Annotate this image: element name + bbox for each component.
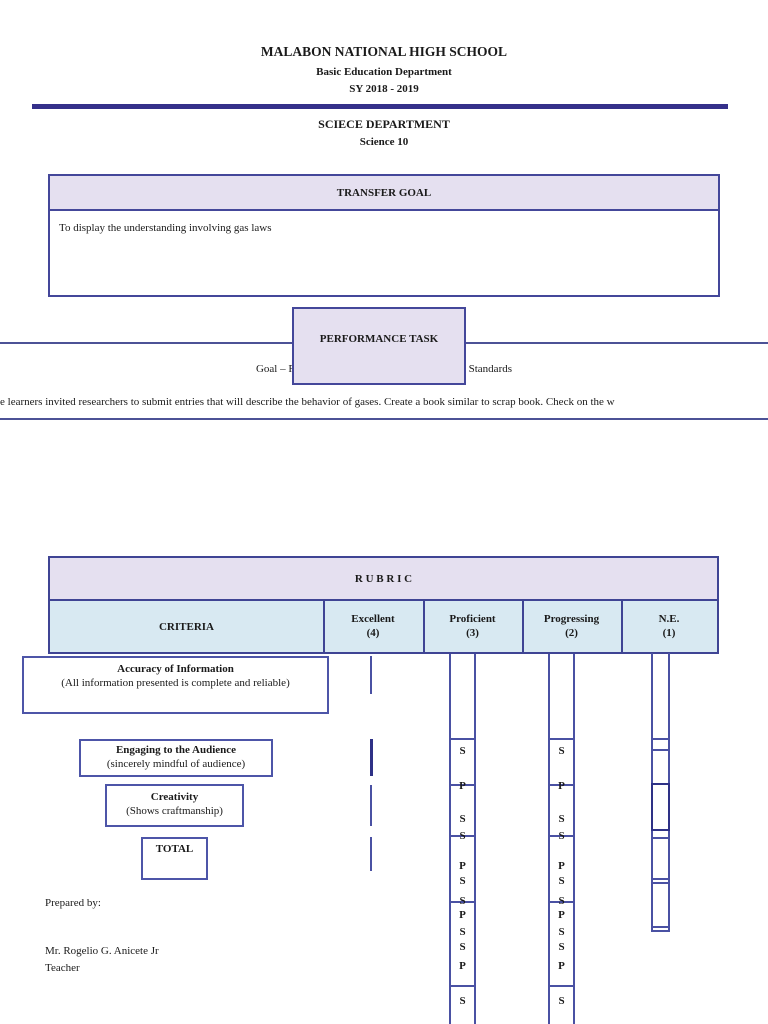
column-divider xyxy=(522,601,524,652)
performance-task-title: PERFORMANCE TASK xyxy=(319,333,439,345)
proficient-points: (3) xyxy=(466,627,479,639)
fragment-letter: S xyxy=(558,926,565,938)
strip-divider xyxy=(548,784,575,786)
strip-divider xyxy=(449,985,476,987)
progressing-header-cell: Progressing (2) xyxy=(522,612,621,640)
progressing-label: Progressing xyxy=(543,613,600,625)
criteria-creativity-description: (Shows craftmanship) xyxy=(126,805,223,817)
column-divider xyxy=(423,601,425,652)
progressing-points: (2) xyxy=(565,627,578,639)
excellent-cell-line xyxy=(370,785,372,826)
fragment-letter: S xyxy=(459,926,466,938)
excellent-cell-line xyxy=(370,656,372,694)
criteria-creativity-name: Creativity xyxy=(150,791,199,803)
proficient-column-strip: S P S S P S S P S S P S xyxy=(449,654,476,1024)
fragment-letter: S xyxy=(558,875,565,887)
fragment-letter: P xyxy=(459,960,466,972)
fragment-letter: S xyxy=(459,895,466,907)
fragment-letter: P xyxy=(558,909,565,921)
excellent-cell-line xyxy=(370,739,373,776)
rubric-title: R U B R I C xyxy=(354,573,413,585)
section-department: SCIECE DEPARTMENT xyxy=(318,117,450,131)
ne-empty-cell xyxy=(651,882,670,928)
excellent-header-cell: Excellent (4) xyxy=(323,612,423,640)
fragment-letter: P xyxy=(558,960,565,972)
rubric-title-row: R U B R I C xyxy=(48,556,719,601)
fragment-letter: S xyxy=(459,941,466,953)
ne-points: (1) xyxy=(662,627,676,639)
fragment-letter: S xyxy=(459,745,466,757)
fragment-letter: S xyxy=(558,813,565,825)
strip-divider xyxy=(548,738,575,740)
excellent-label: Excellent xyxy=(351,613,395,625)
excellent-points: (4) xyxy=(366,627,380,639)
fragment-letter: S xyxy=(558,995,565,1007)
criteria-row-accuracy: Accuracy of Information (All information… xyxy=(22,656,329,714)
fragment-letter: S xyxy=(459,830,466,842)
criteria-accuracy-name: Accuracy of Information xyxy=(117,663,234,675)
excellent-cell-line xyxy=(370,837,372,871)
department-line: Basic Education Department xyxy=(316,66,452,78)
ne-empty-cell xyxy=(651,783,670,831)
header-divider-rule xyxy=(32,104,728,109)
ne-column-strip xyxy=(651,653,670,932)
criteria-accuracy-description: (All information presented is complete a… xyxy=(61,677,290,689)
performance-rule-bottom xyxy=(0,418,768,420)
fragment-letter: P xyxy=(459,860,466,872)
performance-task-description: e learners invited researchers to submit… xyxy=(0,396,615,408)
proficient-label: Proficient xyxy=(449,613,496,625)
strip-divider xyxy=(449,835,476,837)
fragment-letter: S xyxy=(558,941,565,953)
school-name: MALABON NATIONAL HIGH SCHOOL xyxy=(260,44,508,59)
fragment-letter: S xyxy=(459,813,466,825)
transfer-goal-title: TRANSFER GOAL xyxy=(336,187,432,199)
column-divider xyxy=(621,601,623,652)
ne-label: N.E. xyxy=(658,613,680,625)
progressing-column-strip: S P S S P S S P S S P S xyxy=(548,654,575,1024)
transfer-goal-header: TRANSFER GOAL xyxy=(48,174,720,211)
ne-header-cell: N.E. (1) xyxy=(621,612,717,640)
teacher-title: Teacher xyxy=(45,962,80,974)
fragment-letter: S xyxy=(459,995,466,1007)
subject-title: Science 10 xyxy=(359,136,409,148)
criteria-row-creativity: Creativity (Shows craftmanship) xyxy=(105,784,244,827)
school-year: SY 2018 - 2019 xyxy=(349,83,419,95)
fragment-letter: S xyxy=(558,745,565,757)
performance-task-box: PERFORMANCE TASK xyxy=(292,307,466,385)
fragment-letter: P xyxy=(459,780,466,792)
criteria-engaging-name: Engaging to the Audience xyxy=(115,744,237,756)
strip-divider xyxy=(548,985,575,987)
strip-divider xyxy=(449,901,476,903)
strip-divider xyxy=(548,835,575,837)
criteria-engaging-description: (sincerely mindful of audience) xyxy=(106,758,246,770)
prepared-by-label: Prepared by: xyxy=(45,897,101,909)
fragment-letter: S xyxy=(558,895,565,907)
fragment-letter: P xyxy=(558,860,565,872)
criteria-row-total: TOTAL xyxy=(141,837,208,880)
column-divider xyxy=(323,601,325,652)
fragment-letter: P xyxy=(558,780,565,792)
strip-divider xyxy=(548,901,575,903)
ne-empty-cell xyxy=(651,837,670,880)
transfer-goal-body: To display the understanding involving g… xyxy=(48,209,720,297)
ne-empty-cell xyxy=(651,738,670,751)
fragment-letter: S xyxy=(459,875,466,887)
criteria-header-cell: CRITERIA xyxy=(158,621,214,633)
fragment-letter: P xyxy=(459,909,466,921)
proficient-header-cell: Proficient (3) xyxy=(423,612,522,640)
criteria-total-name: TOTAL xyxy=(155,843,194,855)
strip-divider xyxy=(449,738,476,740)
criteria-row-engaging: Engaging to the Audience (sincerely mind… xyxy=(79,739,273,777)
rubric-column-header-row: CRITERIA Excellent (4) Proficient (3) Pr… xyxy=(48,599,719,654)
teacher-name: Mr. Rogelio G. Anicete Jr xyxy=(45,945,159,957)
strip-divider xyxy=(449,784,476,786)
fragment-letter: S xyxy=(558,830,565,842)
transfer-goal-text: To display the understanding involving g… xyxy=(59,222,272,234)
